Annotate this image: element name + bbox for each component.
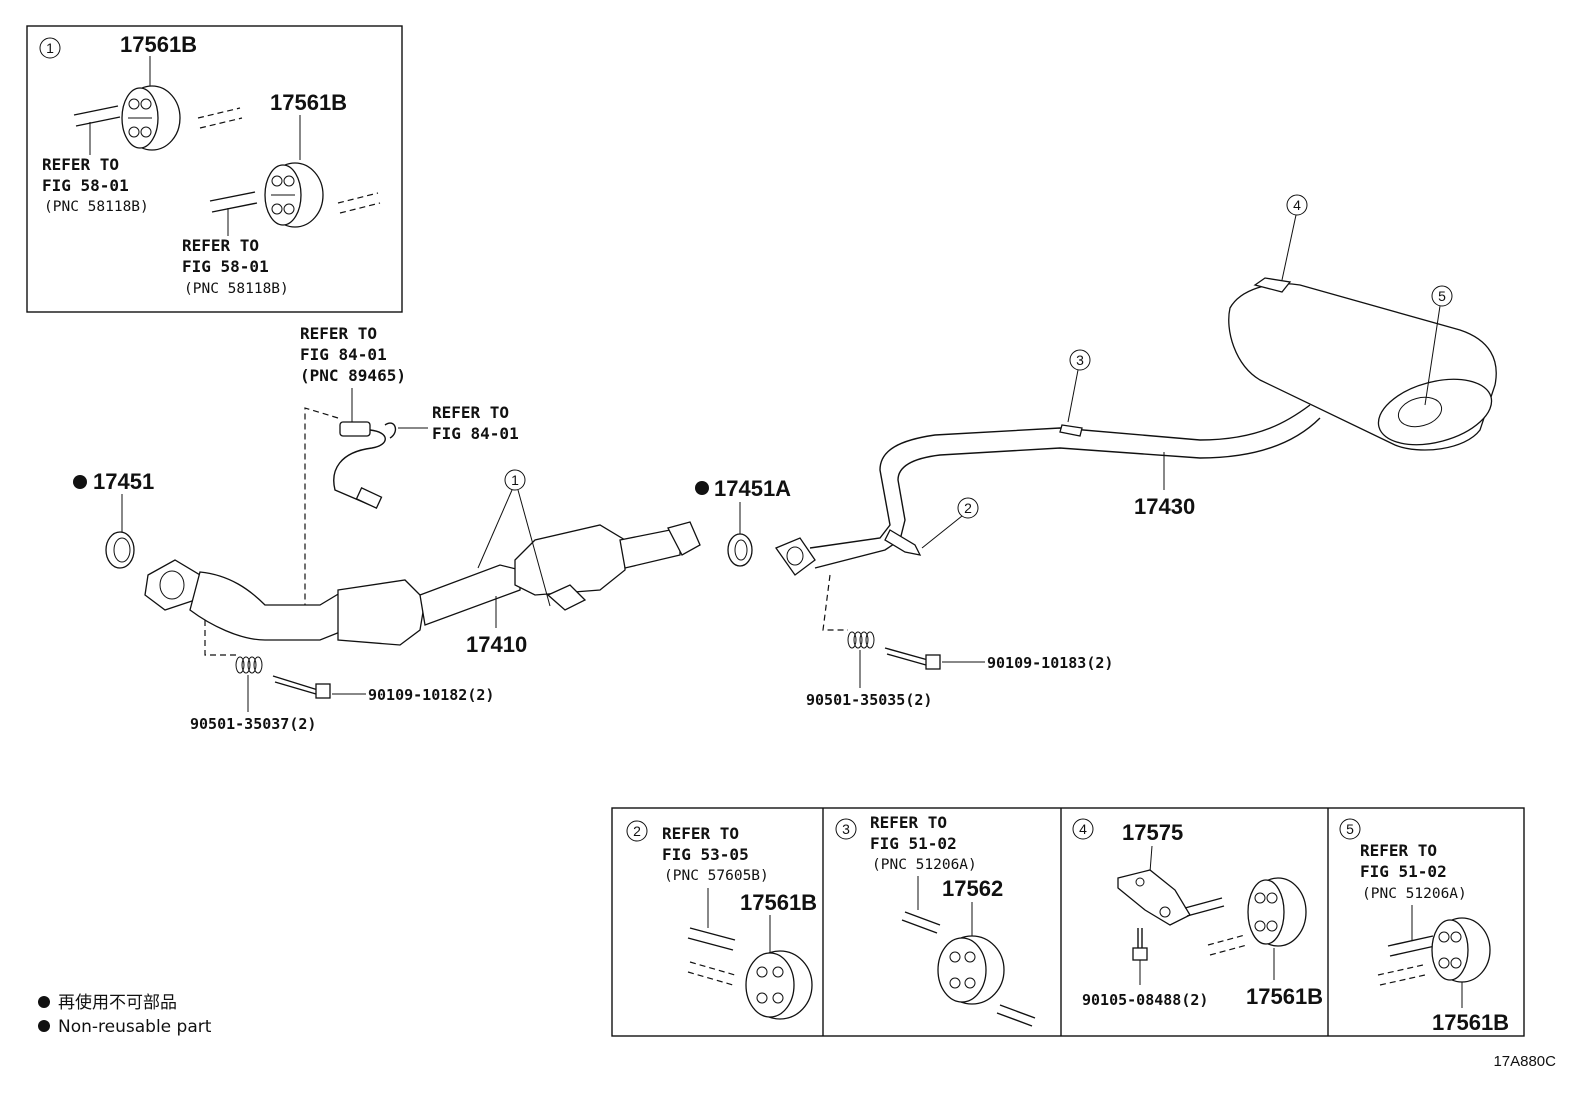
- inset-1-ref-1-line-3: (PNC 58118B): [44, 199, 149, 215]
- front-pipe-catalytic-icon: [144, 521, 701, 646]
- inset-3-panel: 3 REFER TO FIG 51-02 (PNC 51206A) 17562: [835, 813, 1036, 1027]
- gasket-rear-icon: [727, 533, 753, 567]
- o2-ref-line-2: FIG 84-01: [300, 345, 387, 364]
- marker-circle: [835, 818, 857, 840]
- tail-pipe-label: 17430: [1134, 494, 1195, 519]
- main-marker-2: 2: [964, 500, 972, 516]
- inset-3-marker: 3: [842, 821, 850, 837]
- inset-5-marker: 5: [1346, 821, 1354, 837]
- marker-circle: [1431, 285, 1453, 307]
- inset-2-marker: 2: [633, 823, 641, 839]
- gasket-front-label: 17451: [93, 469, 154, 494]
- non-reusable-dot: [38, 996, 50, 1008]
- inset-5-panel: 5 REFER TO FIG 51-02 (PNC 51206A) 17561B: [1339, 818, 1509, 1035]
- rubber-hanger-icon: [745, 950, 813, 1020]
- gasket-rear-label: 17451A: [714, 476, 791, 501]
- rubber-hanger-icon: [264, 162, 324, 228]
- inset-3-ref-line-2: FIG 51-02: [870, 834, 957, 853]
- bolt-icon: [884, 647, 941, 670]
- compression-spring-icon: [235, 656, 263, 674]
- marker-circle: [1339, 818, 1361, 840]
- rear-exhaust-assembly: 17451A 2 3 4 5 17430: [695, 194, 1497, 709]
- non-reusable-dot: [38, 1020, 50, 1032]
- inset-1-part-a-label: 17561B: [120, 32, 197, 57]
- marker-circle: [1069, 349, 1091, 371]
- bolt-icon: [272, 675, 331, 699]
- o2-ref-line-1: REFER TO: [300, 324, 377, 343]
- bolt-front-label: 90109-10182(2): [368, 686, 494, 704]
- inset-4-panel: 4 17575 90105-08488(2) 17561B: [1072, 818, 1323, 1009]
- inset-4-bolt-label: 90105-08488(2): [1082, 991, 1208, 1009]
- inset-5-part-label: 17561B: [1432, 1010, 1509, 1035]
- inset-1-frame: [26, 25, 403, 313]
- inset-1-panel: 1 17561B REFER TO FIG 58-01 (PNC 58118B)…: [26, 25, 403, 313]
- legend: 再使用不可部品 Non-reusable part: [38, 992, 212, 1037]
- front-pipe-label: 17410: [466, 632, 527, 657]
- inset-5-ref-line-1: REFER TO: [1360, 841, 1437, 860]
- inset-1-ref-2-line-3: (PNC 58118B): [184, 281, 289, 297]
- inset-1-part-b-label: 17561B: [270, 90, 347, 115]
- marker-circle: [1072, 818, 1094, 840]
- marker-circle: [957, 497, 979, 519]
- legend-jp: 再使用不可部品: [58, 992, 177, 1013]
- non-reusable-dot: [73, 475, 87, 489]
- inset-3-ref-line-3: (PNC 51206A): [872, 857, 977, 873]
- marker-circle: [39, 37, 61, 59]
- o2-ref-line-3: (PNC 89465): [300, 366, 406, 385]
- marker-circle: [626, 820, 648, 842]
- compression-spring-icon: [847, 631, 875, 649]
- inset-1-ref-2-line-1: REFER TO: [182, 236, 259, 255]
- gasket-front-icon: [105, 531, 135, 569]
- inset-1-ref-1-line-2: FIG 58-01: [42, 176, 129, 195]
- inset-2-ref-line-3: (PNC 57605B): [664, 868, 769, 884]
- front-exhaust-assembly: REFER TO FIG 84-01 (PNC 89465) REFER TO …: [73, 324, 701, 733]
- oxygen-sensor-icon: [333, 421, 386, 509]
- inset-1-ref-2-line-2: FIG 58-01: [182, 257, 269, 276]
- inset-3-part-label: 17562: [942, 876, 1003, 901]
- clip-ref-line-1: REFER TO: [432, 403, 509, 422]
- spring-front-label: 90501-35037(2): [190, 715, 316, 733]
- tail-pipe-muffler-icon: [775, 277, 1497, 576]
- marker-circle: [504, 469, 526, 491]
- inset-5-ref-line-2: FIG 51-02: [1360, 862, 1447, 881]
- inset-4-marker: 4: [1079, 821, 1087, 837]
- rubber-hanger-icon: [121, 85, 181, 151]
- main-marker-5: 5: [1438, 288, 1446, 304]
- main-marker-1: 1: [511, 472, 519, 488]
- inset-5-ref-line-3: (PNC 51206A): [1362, 886, 1467, 902]
- rubber-hanger-icon: [1431, 917, 1491, 983]
- inset-2-ref-line-1: REFER TO: [662, 824, 739, 843]
- bolt-icon: [1132, 928, 1148, 961]
- inset-3-ref-line-1: REFER TO: [870, 813, 947, 832]
- clip-ref-line-2: FIG 84-01: [432, 424, 519, 443]
- non-reusable-dot: [695, 481, 709, 495]
- inset-1-marker: 1: [46, 40, 54, 56]
- bracket-icon: [1117, 869, 1225, 926]
- bolt-rear-label: 90109-10183(2): [987, 654, 1113, 672]
- inset-4-hanger-label: 17561B: [1246, 984, 1323, 1009]
- main-marker-4: 4: [1293, 197, 1301, 213]
- inset-2-part-label: 17561B: [740, 890, 817, 915]
- inset-2-panel: 2 REFER TO FIG 53-05 (PNC 57605B) 17561B: [626, 820, 817, 1020]
- inset-1-ref-1-line-1: REFER TO: [42, 155, 119, 174]
- inset-4-bracket-label: 17575: [1122, 820, 1183, 845]
- rubber-hanger-icon: [937, 935, 1005, 1005]
- marker-circle: [1286, 194, 1308, 216]
- bottom-insets-frame: [611, 807, 1525, 1037]
- diagram-code: 17A880C: [1493, 1053, 1556, 1070]
- rubber-hanger-icon: [1247, 877, 1307, 947]
- legend-en: Non-reusable part: [58, 1017, 212, 1037]
- main-marker-3: 3: [1076, 352, 1084, 368]
- spring-rear-label: 90501-35035(2): [806, 691, 932, 709]
- inset-2-ref-line-2: FIG 53-05: [662, 845, 749, 864]
